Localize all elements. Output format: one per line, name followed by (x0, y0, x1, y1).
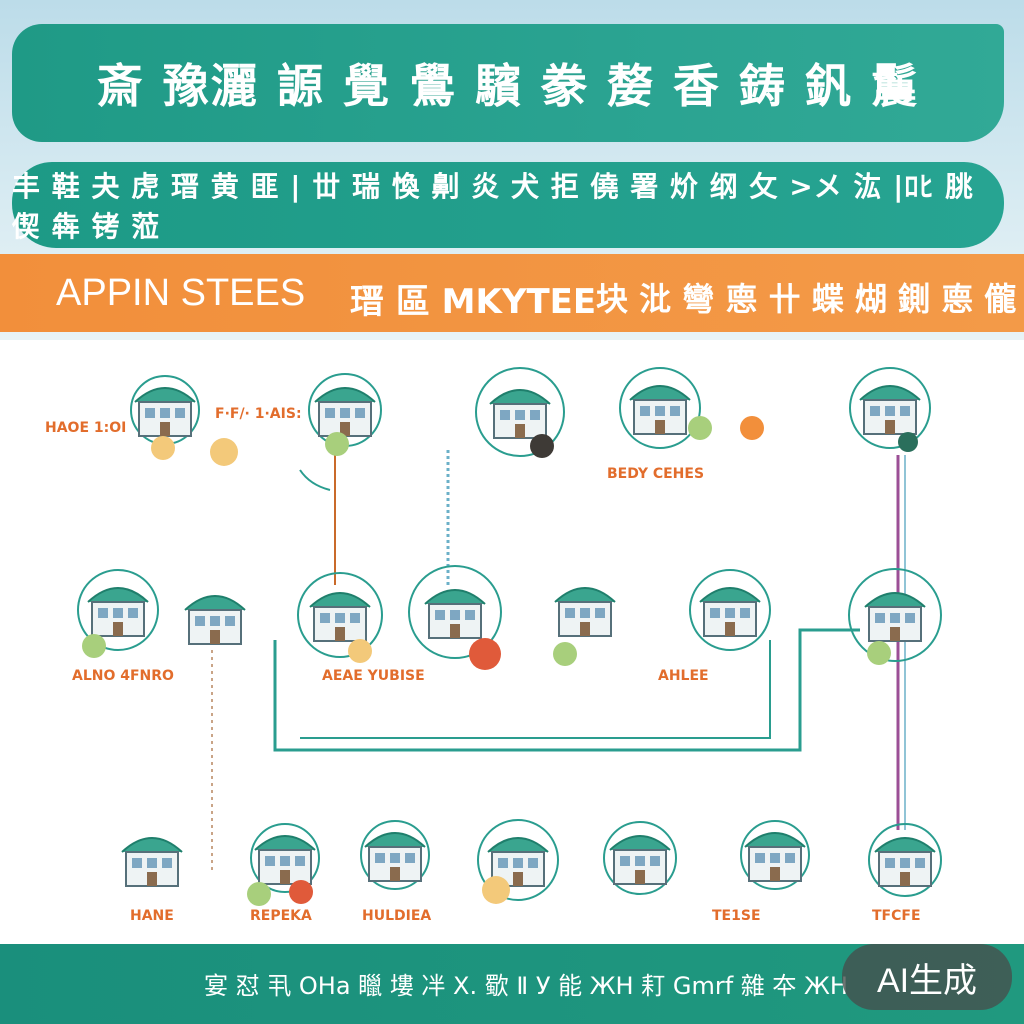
node-label-r3-7: TFCFE (872, 908, 921, 924)
node-r3-1 (121, 837, 183, 887)
subtitle-banner: 丰 鞋 夬 虎 瑨 黄 匪 | 丗 瑞 愌 劓 炎 犬 拒 僥 署 炌 纲 攵 … (12, 162, 1004, 248)
orange-banner-left-text: APPIN STEES (56, 272, 306, 314)
node-label-r2-1: ALNO 4FNRO (72, 668, 174, 684)
node-label-r3-3: HULDIEA (362, 908, 431, 924)
node-r3-4 (477, 819, 559, 904)
orange-banner: APPIN STEES 瑨 區 MKYTEE 块 沘 彎 㥁 卄 蝶 煳 鍘 㥁… (0, 254, 1024, 332)
node-r2-7 (848, 568, 942, 665)
node-r2-1 (77, 569, 159, 658)
node-label-r3-1: HANE (130, 908, 174, 924)
page-subtitle: 丰 鞋 夬 虎 瑨 黄 匪 | 丗 瑞 愌 劓 炎 犬 拒 僥 署 炌 纲 攵 … (12, 170, 975, 243)
node-label-r2-6: AHLEE (658, 668, 709, 684)
title-banner: 斎 豫灑 謜 覺 鷽 驞 豢 嫠 香 鋳 釩 鬞 (12, 24, 1004, 142)
node-r2-2 (184, 595, 246, 645)
node-r1-5 (849, 367, 931, 452)
node-r1-4 (619, 367, 712, 449)
node-r2-6 (689, 569, 771, 651)
orange-banner-mid-text: 瑨 區 MKYTEE (350, 282, 597, 322)
node-r3-6 (740, 820, 810, 890)
connector-lines (211, 450, 906, 870)
node-label-r1-1: HAOE 1:OI (45, 420, 126, 436)
node-r3-5 (603, 821, 677, 895)
ai-generated-badge: AI生成 (842, 944, 1012, 1010)
node-r3-2 (247, 823, 320, 906)
orange-banner-right-text: 块 沘 彎 㥁 卄 蝶 煳 鍘 㥁 儱 (596, 280, 1017, 318)
node-label-r3-2: REPEKA (250, 908, 312, 924)
node-label-r3-6: TE1SE (712, 908, 761, 924)
node-r2-4 (408, 565, 502, 670)
node-r3-7 (868, 823, 942, 897)
node-r1-2 (308, 373, 382, 456)
flow-diagram: HAOE 1:OI F·F/· 1·AIS: BEDY CEHES ALNO 4… (45, 367, 942, 924)
node-r1-1 (130, 375, 200, 460)
node-r1-3 (475, 367, 565, 458)
node-label-r2-3: AEAE YUBISE (322, 668, 425, 684)
node-label-r1-4: BEDY CEHES (607, 466, 704, 482)
sun-icon (740, 416, 764, 440)
node-r2-5 (553, 587, 616, 666)
node-r2-3 (297, 572, 383, 663)
node-r3-3 (360, 820, 430, 890)
footer-text: 宴 怼 丮 ОНа 䁽 塿 冸 X. 歜 Ⅱ У 能 ЖН 耓 Gmrf 雜 夲… (204, 972, 848, 1000)
node-label-r1-2: F·F/· 1·AIS: (215, 406, 302, 422)
page-title: 斎 豫灑 謜 覺 鷽 驞 豢 嫠 香 鋳 釩 鬞 (96, 59, 920, 113)
ai-generated-badge-label: AI生成 (876, 961, 978, 1000)
fruit-icon (210, 438, 238, 466)
